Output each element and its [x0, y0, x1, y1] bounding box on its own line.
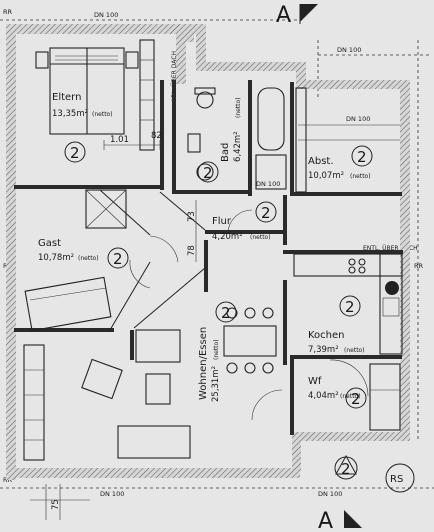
room-area-eltern: 13,35m² [52, 109, 88, 119]
dim-73: 73 [187, 211, 197, 222]
wohnen-furniture [23, 307, 277, 461]
rr-label-right: RR [414, 262, 424, 270]
room-name-eltern: Eltern [52, 92, 81, 103]
eltern-furniture [35, 39, 155, 151]
room-note-eltern: (netto) [92, 111, 113, 118]
diagonal-walls [99, 189, 206, 331]
entl-dach-label: ENTL. ÜBER DACH [363, 245, 418, 252]
stair-count: 2 [341, 460, 351, 478]
room-count-gast: 2 [113, 250, 123, 268]
dn100-label-bad: DN 100 [256, 180, 280, 188]
room-name-wf: Wf [308, 376, 322, 387]
bad-fixtures [187, 87, 287, 190]
section-marker-top: A [276, 3, 318, 28]
dn100-label-bottom-right: DN 100 [318, 490, 342, 498]
room-area-abst: 10,07m² [308, 171, 344, 181]
room-count-flur: 2 [261, 204, 271, 222]
dim-101: 1.01 [110, 135, 129, 145]
room-label-wohnen: Wohnen/Essen 25,31m² (netto) 2 [198, 301, 237, 402]
room-label-flur: Flur 4,20m² (netto) 2 [212, 201, 277, 242]
dim-78: 78 [187, 245, 197, 256]
room-note-gast: (netto) [78, 255, 99, 262]
stair-marker: 2 [334, 454, 358, 480]
dn100-label-right: DN 100 [337, 46, 361, 54]
room-label-eltern: Eltern 13,35m² (netto) 2 [52, 92, 113, 163]
dn100-label-bottom-left: DN 100 [100, 490, 124, 498]
room-area-bad: 6,42m² [233, 131, 243, 162]
room-note-bad: (netto) [235, 97, 242, 118]
abst-fixtures [295, 87, 400, 193]
room-note-wohnen: (netto) [213, 339, 220, 360]
room-area-flur: 4,20m² [212, 232, 243, 242]
room-name-gast: Gast [38, 238, 61, 249]
wf-fixtures [369, 363, 401, 431]
room-count-kochen: 2 [345, 298, 355, 316]
room-note-flur: (netto) [250, 234, 271, 241]
abl-dach-label: ABL. ÜBER DACH [171, 51, 178, 102]
room-name-abst: Abst. [308, 156, 334, 167]
room-area-wf: 4,04m² [308, 391, 339, 401]
room-area-wohnen: 25,31m² [211, 366, 221, 402]
room-count-bad: 2 [203, 164, 213, 182]
section-letter-top: A [276, 3, 291, 28]
room-note-wf: (netto) [340, 393, 361, 400]
room-label-wf: Wf 4,04m² (netto) 2 [308, 376, 367, 409]
room-note-abst: (netto) [350, 173, 371, 180]
section-marker-bottom: A [318, 509, 362, 532]
gast-furniture [24, 189, 127, 332]
room-count-eltern: 2 [70, 144, 80, 162]
rr-label-top: RR [3, 8, 13, 16]
room-label-kochen: Kochen 7,39m² (netto) 2 [308, 295, 365, 355]
room-label-abst: Abst. 10,07m² (netto) 2 [308, 145, 373, 181]
room-count-wf: 2 [351, 390, 361, 408]
room-name-flur: Flur [212, 216, 232, 227]
room-area-gast: 10,78m² [38, 253, 74, 263]
section-letter-bottom: A [318, 509, 333, 532]
kochen-fixtures [293, 253, 403, 355]
room-name-kochen: Kochen [308, 330, 345, 341]
room-name-bad: Bad [220, 143, 231, 162]
dimension-lines [30, 140, 197, 520]
room-count-wohnen: 2 [221, 304, 231, 322]
dim-75: 75 [51, 499, 61, 510]
outer-walls [6, 24, 410, 480]
dim-82: 82 [151, 131, 162, 141]
rs-label: RS [390, 474, 403, 485]
room-label-gast: Gast 10,78m² (netto) 2 [38, 238, 129, 269]
dn100-label-abst: DN 100 [346, 115, 370, 123]
room-name-wohnen: Wohnen/Essen [198, 327, 209, 400]
rs-marker: RS [385, 463, 415, 493]
room-count-abst: 2 [357, 148, 367, 166]
dn100-label-top: DN 100 [94, 11, 118, 19]
room-note-kochen: (netto) [344, 347, 365, 354]
room-label-bad: Bad 6,42m² (netto) 2 [197, 97, 243, 183]
door-swings [129, 209, 369, 421]
interior-walls [14, 80, 403, 435]
room-area-kochen: 7,39m² [308, 345, 339, 355]
